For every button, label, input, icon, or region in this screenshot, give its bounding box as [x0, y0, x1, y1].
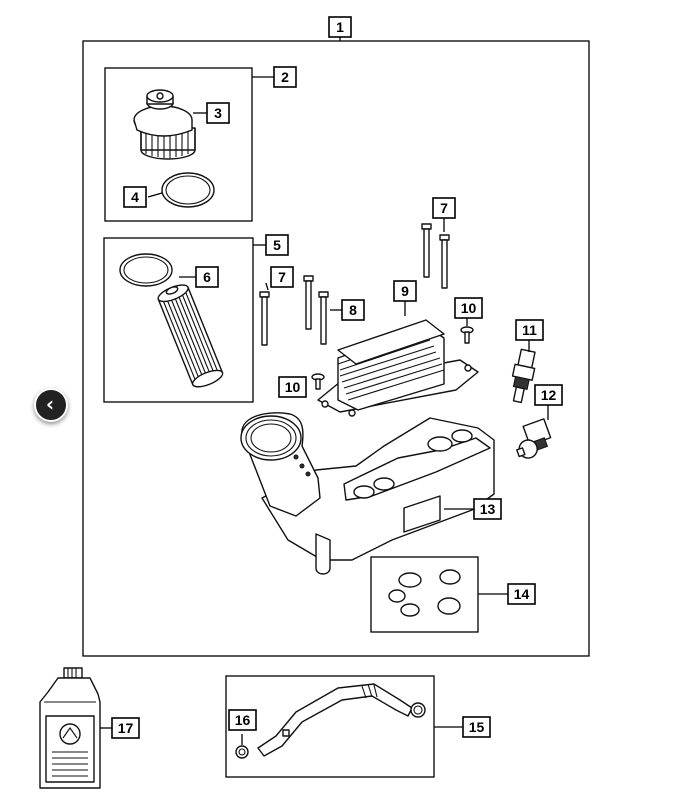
oil-pressure-sensor	[511, 348, 536, 404]
svg-text:7: 7	[278, 269, 286, 285]
cap-group-frame	[104, 67, 253, 222]
callout-12: 12	[534, 384, 563, 406]
svg-text:7: 7	[440, 200, 448, 216]
o-ring-set	[388, 569, 461, 617]
svg-text:2: 2	[281, 69, 289, 85]
oil-filter-cap	[133, 89, 196, 160]
svg-text:10: 10	[461, 300, 477, 316]
screws	[311, 326, 474, 390]
svg-text:12: 12	[541, 387, 557, 403]
callout-15: 15	[462, 716, 491, 738]
callout-10-right: 10	[454, 297, 483, 319]
svg-text:8: 8	[349, 302, 357, 318]
oil-cooler	[317, 319, 479, 417]
svg-text:6: 6	[203, 269, 211, 285]
assembly-frame	[82, 40, 590, 657]
engine-oil-bottle	[39, 667, 101, 789]
callout-14: 14	[507, 583, 536, 605]
filter-group-frame	[103, 237, 254, 403]
callout-10-left: 10	[278, 376, 307, 398]
cap-o-ring	[161, 172, 215, 208]
oil-filter-element	[119, 253, 224, 388]
callout-2: 2	[273, 66, 297, 88]
hose-frame	[225, 675, 435, 778]
callout-11: 11	[515, 319, 544, 341]
callout-4: 4	[123, 186, 147, 208]
previous-button[interactable]: ‹	[34, 388, 68, 422]
svg-text:9: 9	[401, 283, 409, 299]
svg-text:17: 17	[118, 720, 134, 736]
callout-9: 9	[393, 280, 417, 302]
mounting-bolts	[259, 223, 450, 346]
svg-text:13: 13	[480, 501, 496, 517]
svg-text:14: 14	[514, 586, 530, 602]
callout-7-left: 7	[270, 266, 294, 288]
oil-filter-housing	[240, 412, 495, 575]
svg-text:1: 1	[336, 19, 344, 35]
callout-17: 17	[111, 717, 140, 739]
callout-6: 6	[195, 266, 219, 288]
callout-3: 3	[206, 102, 230, 124]
callout-5: 5	[265, 234, 289, 256]
svg-text:10: 10	[285, 379, 301, 395]
svg-text:5: 5	[273, 237, 281, 253]
callout-16: 16	[228, 709, 257, 731]
svg-text:11: 11	[522, 322, 537, 338]
callout-7-right: 7	[432, 197, 456, 219]
svg-text:3: 3	[214, 105, 222, 121]
svg-text:15: 15	[469, 719, 485, 735]
svg-text:16: 16	[235, 712, 251, 728]
chevron-left-icon: ‹	[45, 392, 55, 416]
callout-8: 8	[341, 299, 365, 321]
callout-13: 13	[473, 498, 502, 520]
coolant-hose	[235, 683, 426, 759]
oil-temperature-switch	[516, 418, 552, 459]
callout-1: 1	[328, 16, 352, 38]
o-ring-kit-frame	[370, 556, 479, 633]
svg-text:4: 4	[131, 189, 139, 205]
